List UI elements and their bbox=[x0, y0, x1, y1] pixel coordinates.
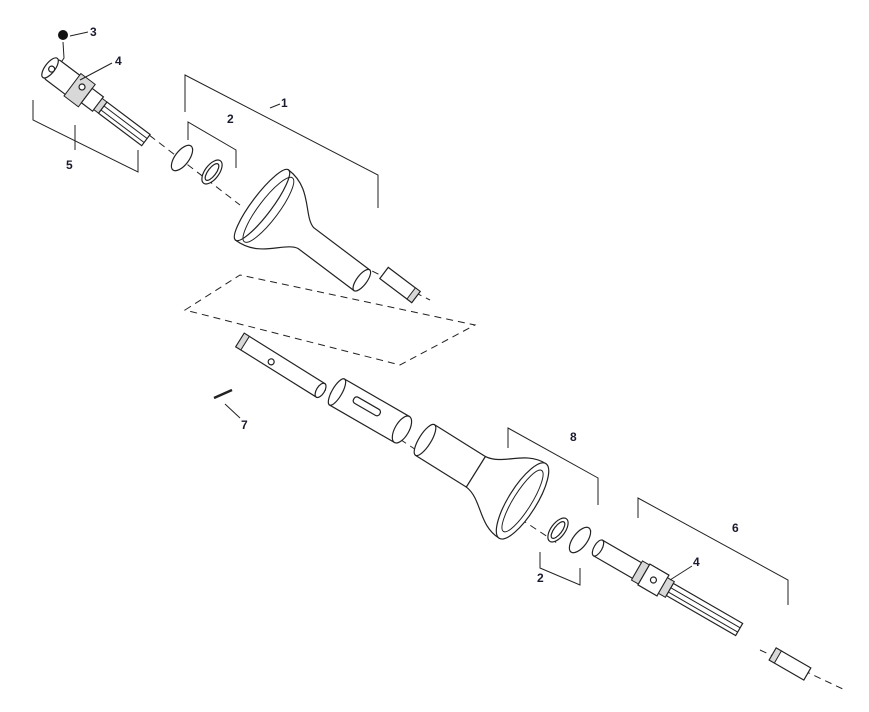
callout-4-lower: 4 bbox=[693, 555, 700, 569]
upper-guard-part bbox=[233, 168, 372, 292]
snap-ring-part bbox=[568, 526, 592, 554]
inner-profile-end-part bbox=[378, 266, 422, 304]
callout-8: 8 bbox=[570, 430, 577, 444]
callout-2: 2 bbox=[227, 112, 234, 126]
lower-profile-end-part bbox=[768, 647, 812, 681]
grease-nipple-part bbox=[58, 30, 68, 40]
callout-5: 5 bbox=[66, 158, 73, 172]
bracket-8 bbox=[507, 427, 599, 505]
guard-outline-dashed bbox=[183, 274, 477, 366]
pin-part bbox=[213, 388, 233, 400]
bracket-2-lower bbox=[539, 552, 581, 586]
callout-3: 3 bbox=[90, 25, 97, 39]
bracket-5 bbox=[32, 100, 139, 173]
callout-6: 6 bbox=[732, 521, 739, 535]
axis-line bbox=[139, 127, 241, 206]
callout-2-lower: 2 bbox=[537, 571, 544, 585]
bracket-1 bbox=[184, 74, 379, 208]
lower-yoke-part bbox=[591, 539, 744, 637]
upper-yoke-part bbox=[41, 57, 151, 147]
callout-7: 7 bbox=[241, 418, 248, 432]
bracket-2-upper bbox=[187, 121, 237, 168]
outer-tube-part bbox=[327, 378, 413, 444]
callout-4: 4 bbox=[115, 54, 122, 68]
snap-ring-part bbox=[170, 144, 194, 172]
inner-tube-part bbox=[234, 332, 327, 399]
bracket-6 bbox=[637, 497, 789, 605]
callout-1: 1 bbox=[281, 96, 288, 110]
lower-guard-part bbox=[413, 423, 550, 540]
